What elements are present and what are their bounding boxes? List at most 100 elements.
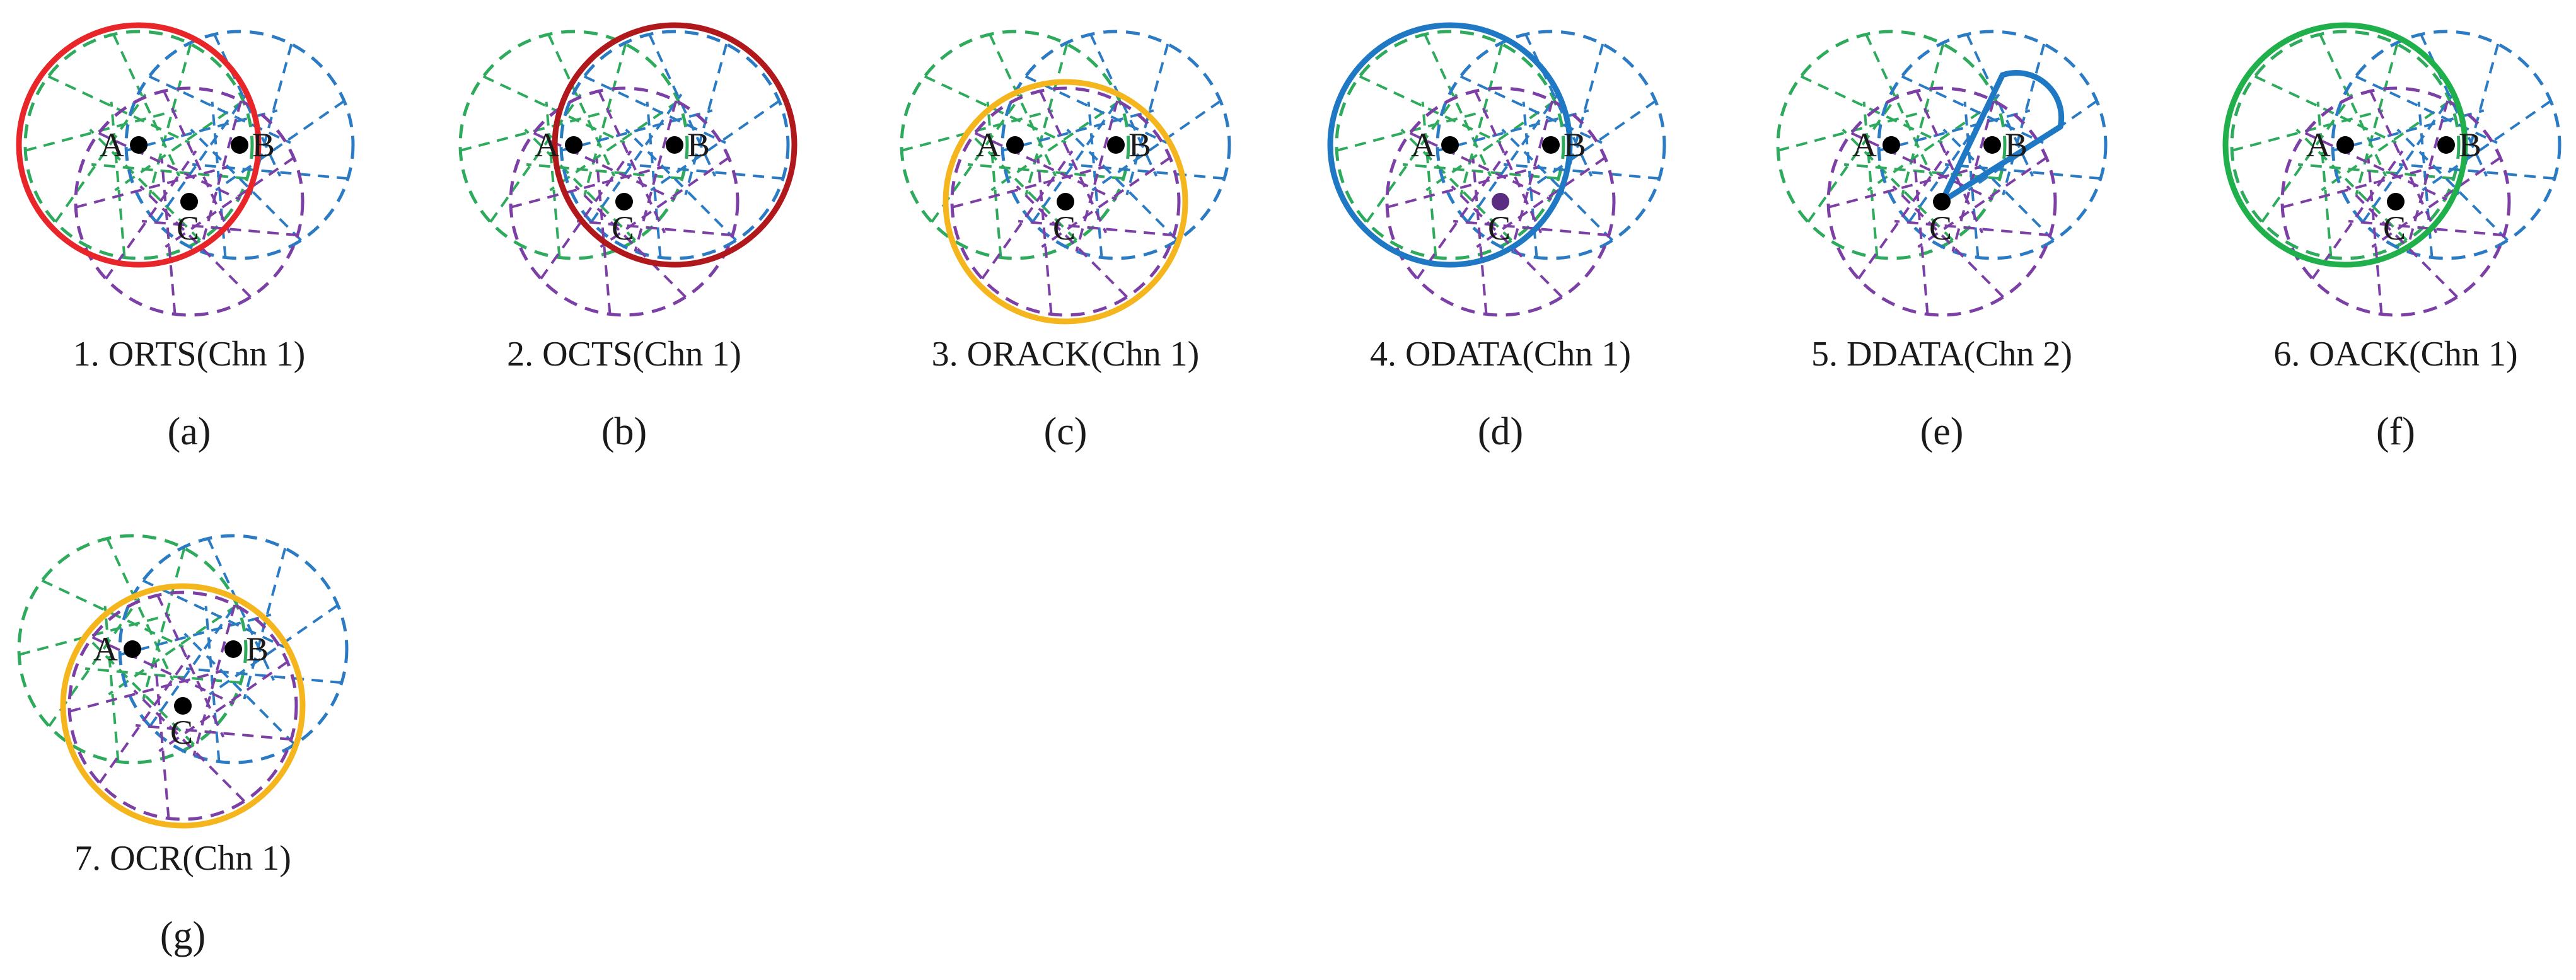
range-a-spoke	[47, 75, 190, 144]
range-a-spoke	[2295, 129, 2408, 241]
range-c-spoke	[1386, 166, 1539, 209]
range-a-spoke	[1842, 129, 1954, 241]
range-a-circle	[17, 534, 248, 764]
node-b-dot	[1542, 136, 1560, 154]
range-b-spoke	[1068, 163, 1225, 180]
range-b-spoke	[209, 604, 339, 696]
range-c-spoke	[163, 90, 231, 234]
range-c-spoke	[2348, 219, 2505, 237]
range-c-spoke	[1416, 150, 1509, 280]
node-b-dot	[666, 136, 683, 154]
range-c-spoke	[1915, 90, 1984, 234]
transmission-range-highlight	[16, 22, 262, 268]
range-a-circle	[458, 30, 689, 260]
range-a-spoke	[54, 93, 147, 223]
range-c-circle	[1385, 86, 1616, 317]
range-c	[1826, 86, 2057, 317]
range-a-spoke	[986, 101, 1002, 258]
range-c-spoke	[1041, 156, 1171, 248]
node-b-label: B	[1128, 126, 1151, 164]
node-c-dot	[1057, 193, 1074, 210]
node-a-label: A	[1411, 126, 1436, 164]
range-a-spoke	[524, 129, 636, 241]
range-b-spoke	[1908, 93, 2000, 223]
range-a-spoke	[1459, 43, 1504, 195]
range-b-spoke	[1466, 93, 1559, 223]
node-a-label: A	[976, 126, 1001, 164]
range-b-spoke	[155, 93, 248, 223]
range-a-spoke	[1366, 93, 1458, 223]
panel-letter: (f)	[2376, 410, 2415, 453]
range-a-spoke	[1359, 75, 1502, 144]
range-c-spoke	[1039, 90, 1108, 234]
panel-letter: (g)	[160, 914, 206, 957]
range-c-circle	[509, 86, 740, 317]
node-b-label: B	[687, 126, 710, 164]
range-a-spoke	[1862, 101, 1879, 258]
range-a-spoke	[990, 100, 1121, 192]
range-b	[118, 534, 349, 764]
range-c-spoke	[133, 689, 245, 802]
node-c-label: C	[1053, 209, 1076, 247]
range-a-spoke	[83, 633, 195, 746]
range-a-spoke	[89, 129, 201, 241]
range-c-spoke	[2311, 150, 2404, 280]
range-a-spoke	[114, 100, 245, 192]
node-b-label: B	[252, 126, 275, 164]
range-b-spoke	[215, 100, 345, 192]
range-c-spoke	[540, 150, 632, 280]
range-b-spoke	[583, 75, 726, 144]
range-b-spoke	[185, 667, 342, 684]
range-c-spoke	[1453, 219, 1610, 237]
panel-caption: 2. OCTS(Chn 1)	[507, 335, 741, 374]
range-b-spoke	[192, 163, 349, 180]
range-b-spoke	[183, 633, 296, 746]
range-c-spoke	[1036, 158, 1053, 314]
range-a	[458, 30, 689, 260]
range-c-spoke	[1476, 156, 1606, 248]
node-a-dot	[124, 640, 141, 658]
transmission-range-highlight	[1327, 22, 1573, 268]
node-b-dot	[1983, 136, 2001, 154]
range-c-spoke	[1474, 90, 1543, 234]
range-b-circle	[2331, 30, 2561, 260]
range-a-spoke	[547, 33, 616, 177]
range-c-spoke	[135, 723, 292, 741]
range-b-spoke	[125, 109, 278, 152]
range-c-spoke	[1510, 100, 1554, 252]
range-a	[2230, 30, 2461, 260]
node-c-label: C	[170, 713, 193, 751]
panel-caption: 6. OACK(Chn 1)	[2273, 335, 2517, 374]
node-c-dot	[1933, 193, 1951, 210]
range-b-spoke	[1066, 129, 1178, 241]
range-c-spoke	[600, 156, 730, 248]
panel-letter: (e)	[1920, 410, 1964, 453]
range-a-spoke	[2319, 33, 2387, 177]
node-a-label: A	[535, 126, 559, 164]
range-c-spoke	[154, 662, 170, 819]
range-a-spoke	[545, 101, 561, 258]
range-a-spoke	[1867, 100, 1997, 192]
range-c-spoke	[2346, 185, 2458, 298]
range-b-spoke	[1878, 109, 2031, 152]
range-a-spoke	[1424, 33, 1492, 177]
range-b-spoke	[142, 579, 285, 649]
range-a-spoke	[2254, 75, 2397, 144]
node-b-dot	[1107, 136, 1125, 154]
range-c-spoke	[1018, 219, 1175, 237]
range-c-circle	[74, 86, 305, 317]
range-c-spoke	[974, 132, 1117, 201]
range-a-spoke	[1865, 33, 1934, 177]
range-b-spoke	[1942, 129, 2055, 241]
transmission-range-highlight	[943, 79, 1188, 325]
range-b-spoke	[2332, 109, 2485, 152]
range-b-spoke	[149, 597, 241, 727]
node-a-dot	[130, 136, 148, 154]
node-a-label: A	[100, 126, 124, 164]
range-b-spoke	[1503, 163, 1660, 180]
range-c-circle	[67, 591, 298, 821]
